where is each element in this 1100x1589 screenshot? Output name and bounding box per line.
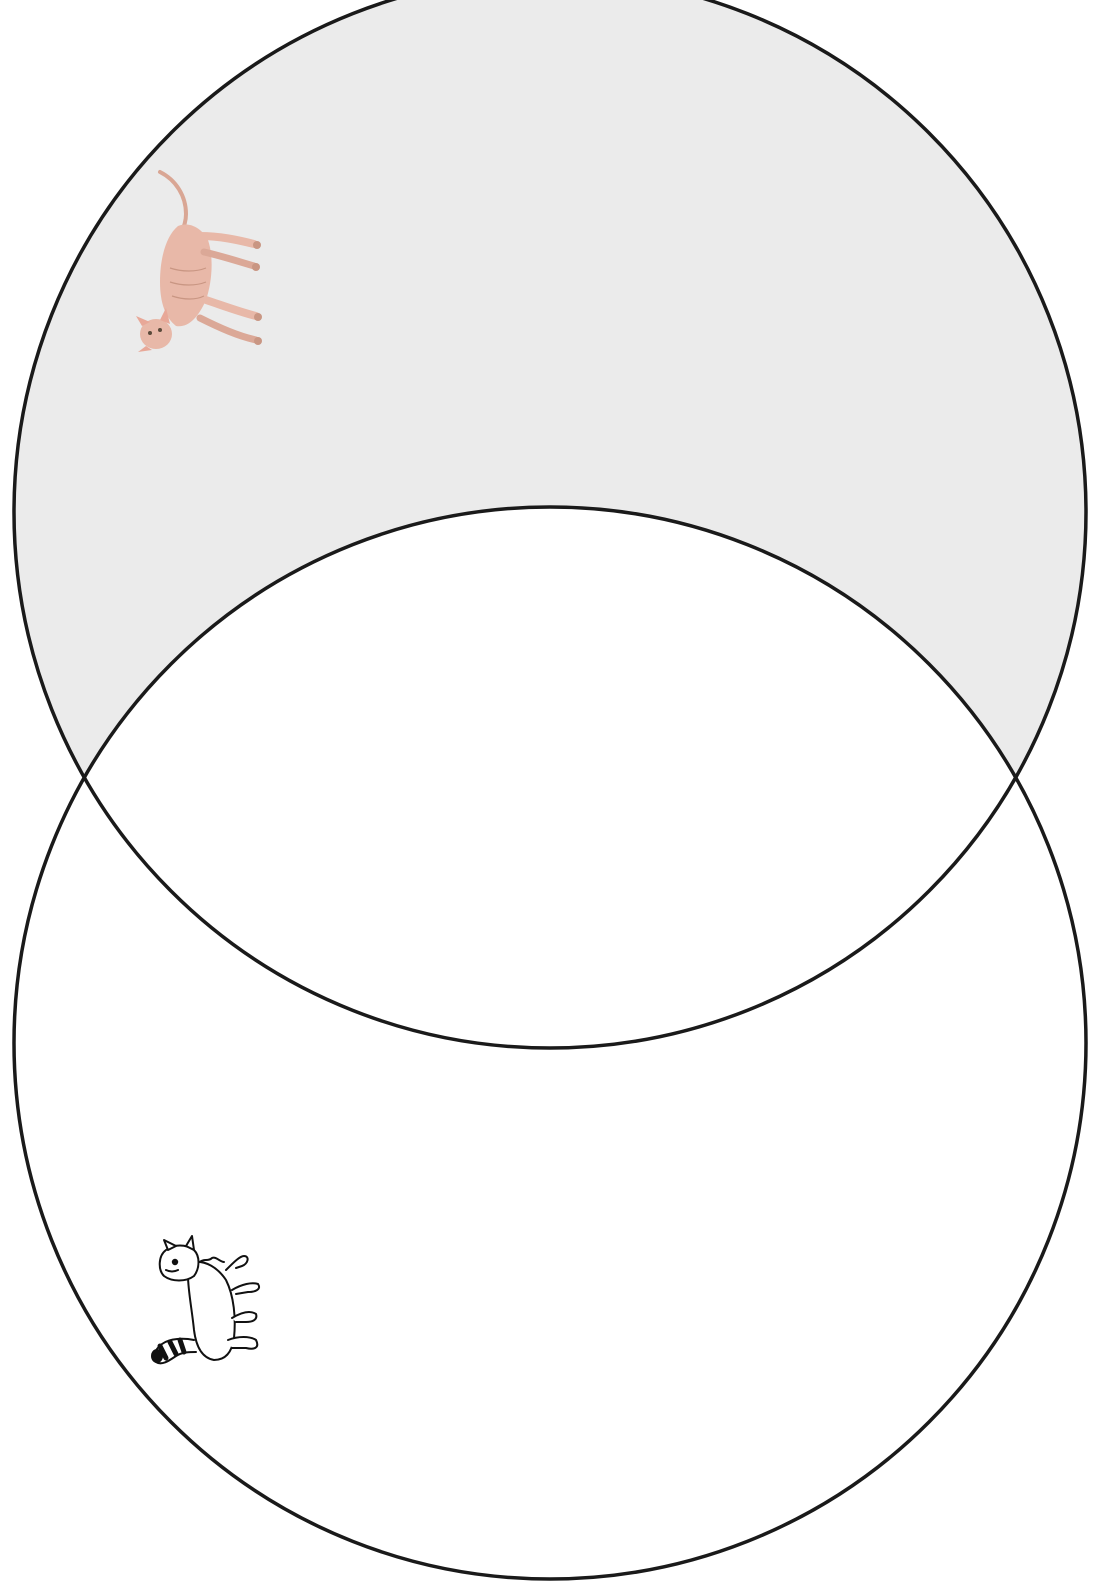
striped-tail-cat-outline-icon bbox=[151, 1236, 259, 1363]
